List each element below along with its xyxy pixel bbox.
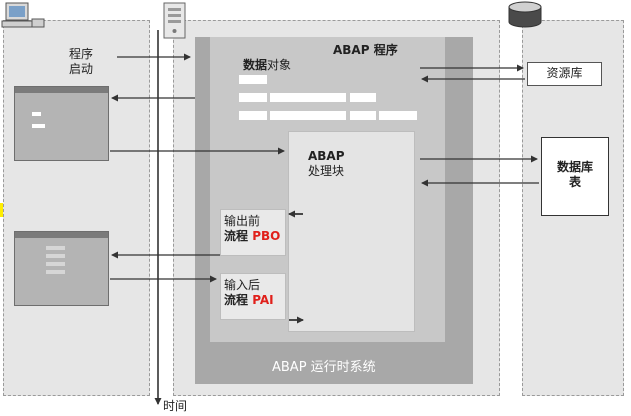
- resource-library-label: 资源库: [546, 66, 583, 80]
- database-icon: [508, 1, 542, 28]
- data-objects-label: 数据对象: [243, 58, 291, 73]
- pbo-box: [220, 209, 286, 256]
- pbo-code: PBO: [252, 229, 281, 243]
- pbo-line1: 输出前: [224, 214, 261, 228]
- resource-library-box: [527, 62, 602, 86]
- screen-field: [46, 246, 65, 250]
- data-object-bar: [239, 93, 267, 102]
- processing-block-line2: 处理块: [308, 164, 345, 178]
- processing-block-label: ABAP 处理块: [308, 149, 345, 179]
- database-table-box: [541, 137, 609, 216]
- abap-program-title: ABAP 程序: [333, 43, 398, 57]
- screen-field: [32, 112, 41, 116]
- database-table-line1: 数据库: [556, 160, 593, 174]
- screen-field: [46, 262, 65, 266]
- data-object-bar: [350, 111, 376, 120]
- screen-field: [32, 124, 45, 128]
- program-start-line1: 程序: [68, 47, 93, 61]
- runtime-system-label: ABAP 运行时系统: [272, 360, 376, 375]
- screen-title-bar: [15, 232, 108, 238]
- pbo-label: 输出前 流程 PBO: [224, 214, 280, 244]
- frontend-panel: [3, 20, 150, 396]
- screen-window-1: [14, 86, 109, 161]
- screen-field: [46, 270, 65, 274]
- pai-label: 输入后 流程 PAI: [224, 278, 274, 308]
- data-object-bar: [379, 111, 417, 120]
- data-object-bar: [270, 93, 346, 102]
- pai-line1: 输入后: [224, 278, 261, 292]
- data-object-bar: [239, 111, 267, 120]
- program-start-label: 程序 启动: [68, 47, 94, 77]
- pai-line2-prefix: 流程: [224, 293, 253, 307]
- edge-marker: [0, 203, 3, 217]
- processing-block: [288, 131, 415, 332]
- server-icon: [163, 2, 186, 39]
- data-object-bar: [270, 111, 346, 120]
- screen-field: [46, 254, 65, 258]
- database-table-line2: 表: [568, 175, 581, 189]
- pai-code: PAI: [252, 293, 274, 307]
- screen-title-bar: [15, 87, 108, 93]
- timeline-label: 时间: [163, 399, 188, 413]
- pai-box: [220, 273, 286, 320]
- computer-icon: [1, 2, 45, 28]
- processing-block-line1: ABAP: [308, 149, 345, 163]
- program-start-line2: 启动: [68, 62, 93, 76]
- database-table-label: 数据库 表: [541, 160, 609, 190]
- data-objects-label-prefix: 数据: [243, 58, 268, 72]
- screen-window-2: [14, 231, 109, 306]
- pbo-line2-prefix: 流程: [224, 229, 253, 243]
- data-objects-label-suffix: 对象: [267, 58, 292, 72]
- data-object-bar: [350, 93, 376, 102]
- data-object-bar: [239, 75, 267, 84]
